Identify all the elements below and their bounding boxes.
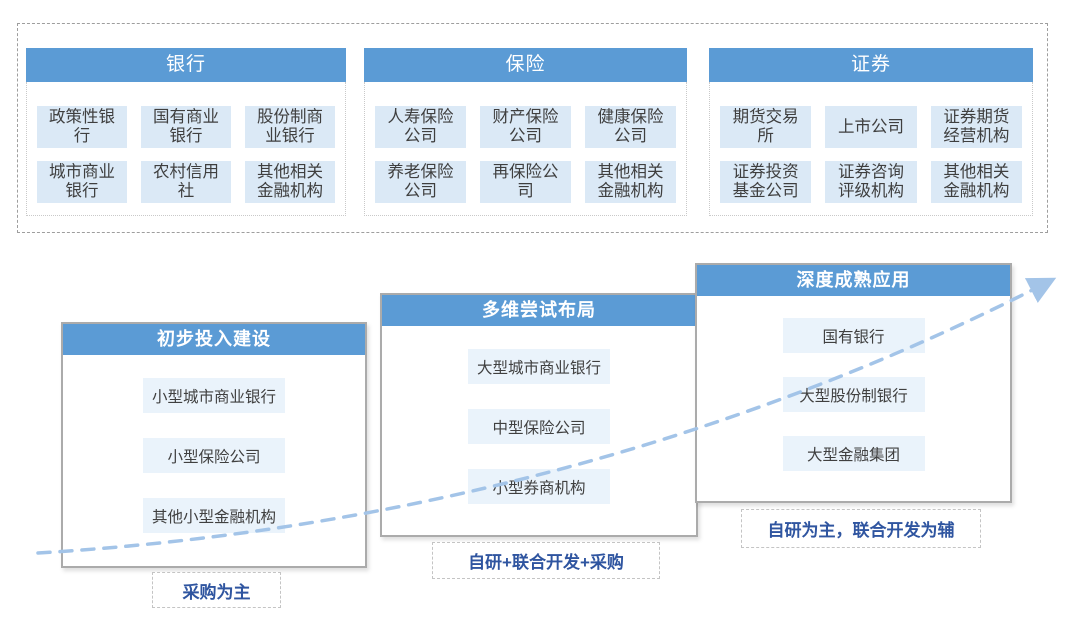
stage-item: 小型保险公司 [143,438,285,473]
strategy-label: 自研+联合开发+采购 [432,542,660,579]
sector-group-body: 政策性银行 国有商业银行 股份制商业银行 城市商业银行 农村信用社 其他相关金融… [26,82,346,216]
stage-card-initial: 初步投入建设 小型城市商业银行 小型保险公司 其他小型金融机构 [61,322,367,568]
stage-body: 大型城市商业银行 中型保险公司 小型券商机构 [382,326,696,504]
stage-item: 国有银行 [782,318,925,353]
sector-item: 其他相关金融机构 [245,161,335,203]
stage-item: 其他小型金融机构 [143,498,285,533]
stage-card-mature: 深度成熟应用 国有银行 大型股份制银行 大型金融集团 [695,263,1012,503]
sector-item: 城市商业银行 [37,161,127,203]
stage-body: 小型城市商业银行 小型保险公司 其他小型金融机构 [63,355,365,533]
sector-item: 其他相关金融机构 [930,161,1022,203]
sector-group-securities: 证券 期货交易所 上市公司 证券期货经营机构 证券投资基金公司 证券咨询评级机构… [709,48,1033,216]
sector-item: 政策性银行 [37,106,127,148]
sector-item: 再保险公司 [480,161,571,203]
sector-panel: 银行 政策性银行 国有商业银行 股份制商业银行 城市商业银行 农村信用社 其他相… [17,23,1048,233]
stage-item: 小型城市商业银行 [143,378,285,413]
stage-item: 大型城市商业银行 [468,349,610,384]
stage-title: 初步投入建设 [63,324,365,355]
sector-item: 养老保险公司 [375,161,466,203]
strategy-label: 自研为主，联合开发为辅 [741,509,981,548]
sector-item: 国有商业银行 [141,106,231,148]
sector-item: 其他相关金融机构 [585,161,676,203]
sector-group-title: 银行 [26,48,346,82]
sector-group-bank: 银行 政策性银行 国有商业银行 股份制商业银行 城市商业银行 农村信用社 其他相… [26,48,346,216]
stage-title: 多维尝试布局 [382,295,696,326]
sector-item: 农村信用社 [141,161,231,203]
sector-item: 证券期货经营机构 [930,106,1022,148]
sector-item: 人寿保险公司 [375,106,466,148]
sector-item: 财产保险公司 [480,106,571,148]
sector-group-title: 保险 [364,48,687,82]
sector-group-title: 证券 [709,48,1033,82]
sector-item: 证券投资基金公司 [720,161,812,203]
sector-item: 期货交易所 [720,106,812,148]
sector-item: 股份制商业银行 [245,106,335,148]
sector-item: 证券咨询评级机构 [825,161,917,203]
strategy-label: 采购为主 [152,572,281,608]
stage-card-trial: 多维尝试布局 大型城市商业银行 中型保险公司 小型券商机构 [380,293,698,537]
sector-group-body: 人寿保险公司 财产保险公司 健康保险公司 养老保险公司 再保险公司 其他相关金融… [364,82,687,216]
sector-group-body: 期货交易所 上市公司 证券期货经营机构 证券投资基金公司 证券咨询评级机构 其他… [709,82,1033,216]
stage-item: 小型券商机构 [468,469,610,504]
stage-body: 国有银行 大型股份制银行 大型金融集团 [697,296,1010,471]
stage-item: 中型保险公司 [468,409,610,444]
stage-item: 大型金融集团 [782,436,925,471]
sector-item: 上市公司 [825,106,917,148]
stage-title: 深度成熟应用 [697,265,1010,296]
sector-item: 健康保险公司 [585,106,676,148]
sector-group-insurance: 保险 人寿保险公司 财产保险公司 健康保险公司 养老保险公司 再保险公司 其他相… [364,48,687,216]
stage-item: 大型股份制银行 [782,377,925,412]
